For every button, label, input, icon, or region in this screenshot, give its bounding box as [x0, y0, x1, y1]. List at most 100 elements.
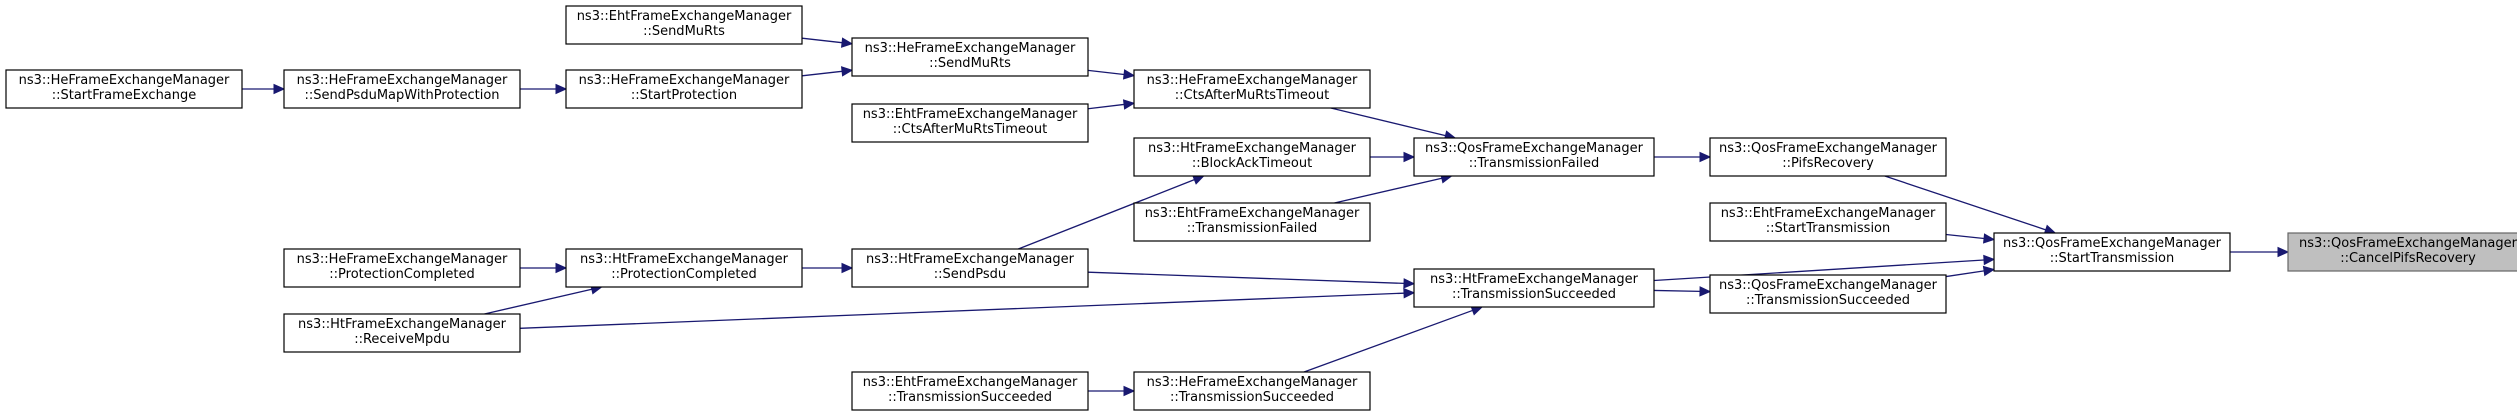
nodes-layer: ns3::QosFrameExchangeManager::CancelPifs… — [5, 5, 2517, 411]
node-ehtTxSucc[interactable]: ns3::EhtFrameExchangeManager::Transmissi… — [851, 371, 1089, 411]
edge-heCtsTimeout-qosTxFailed — [1330, 107, 1457, 141]
node-label-line2: ::SendPsduMapWithProtection — [304, 88, 499, 103]
node-label-line2: ::TransmissionSucceeded — [888, 390, 1052, 405]
edge-htBlockAck-qosTxFailed — [1370, 151, 1416, 163]
node-box — [851, 248, 1089, 288]
edge-arrowhead — [1403, 278, 1416, 289]
edge-ehtTxFailed-qosTxFailed — [1334, 173, 1453, 204]
node-heCtsTimeout[interactable]: ns3::HeFrameExchangeManager::CtsAfterMuR… — [1133, 69, 1371, 109]
edge-heTxSucc-htTxSucc — [1303, 305, 1484, 373]
node-qosTxSucc[interactable]: ns3::QosFrameExchangeManager::Transmissi… — [1709, 274, 1947, 314]
edge-ehtStartTx-qosStartTx — [1945, 233, 1996, 244]
edge-line — [1303, 309, 1473, 373]
edge-qosTxSucc-qosStartTx — [1945, 265, 1996, 278]
node-box — [1709, 274, 1947, 314]
node-heProtCompl[interactable]: ns3::HeFrameExchangeManager::ProtectionC… — [283, 248, 521, 288]
node-qosStartTx[interactable]: ns3::QosFrameExchangeManager::StartTrans… — [1993, 232, 2231, 272]
node-box — [283, 69, 521, 109]
node-label-line1: ns3::HtFrameExchangeManager — [866, 252, 1075, 267]
node-box — [1133, 69, 1371, 109]
node-ehtStartTx[interactable]: ns3::EhtFrameExchangeManager::StartTrans… — [1709, 202, 1947, 242]
node-cancel: ns3::QosFrameExchangeManager::CancelPifs… — [2287, 232, 2517, 272]
node-heSendPsduMap[interactable]: ns3::HeFrameExchangeManager::SendPsduMap… — [283, 69, 521, 109]
node-heStartFrameEx[interactable]: ns3::HeFrameExchangeManager::StartFrameE… — [5, 69, 243, 109]
node-htSendPsdu[interactable]: ns3::HtFrameExchangeManager::SendPsdu — [851, 248, 1089, 288]
edge-line — [1653, 259, 1985, 282]
node-box — [565, 69, 803, 109]
node-heTxSucc[interactable]: ns3::HeFrameExchangeManager::Transmissio… — [1133, 371, 1371, 411]
node-label-line2: ::ProtectionCompleted — [611, 267, 756, 282]
node-label-line1: ns3::EhtFrameExchangeManager — [863, 107, 1078, 122]
edge-line — [801, 37, 843, 44]
node-label-line1: ns3::QosFrameExchangeManager — [1425, 141, 1644, 156]
node-label-line2: ::CancelPifsRecovery — [2340, 251, 2476, 266]
edge-line — [801, 70, 843, 77]
edge-qosTxFailed-qosPifs — [1654, 151, 1712, 163]
node-label-line1: ns3::HtFrameExchangeManager — [1430, 272, 1639, 287]
edge-line — [1653, 289, 1701, 293]
edge-heStartFrameEx-heSendPsduMap — [242, 83, 286, 95]
node-heSendMuRts[interactable]: ns3::HeFrameExchangeManager::SendMuRts — [851, 37, 1089, 77]
node-ehtCtsTimeout[interactable]: ns3::EhtFrameExchangeManager::CtsAfterMu… — [851, 103, 1089, 143]
node-label-line1: ns3::HeFrameExchangeManager — [297, 73, 508, 88]
node-htRecvMpdu[interactable]: ns3::HtFrameExchangeManager::ReceiveMpdu — [283, 313, 521, 353]
node-label-line2: ::StartFrameExchange — [52, 88, 197, 103]
node-label-line1: ns3::HtFrameExchangeManager — [1148, 141, 1357, 156]
node-ehtTxFailed[interactable]: ns3::EhtFrameExchangeManager::Transmissi… — [1133, 202, 1371, 242]
node-box — [1133, 202, 1371, 242]
node-label-line2: ::StartTransmission — [1766, 221, 1891, 236]
node-heStartProt[interactable]: ns3::HeFrameExchangeManager::StartProtec… — [565, 69, 803, 109]
edge-arrowhead — [1123, 385, 1136, 397]
node-label-line2: ::TransmissionSucceeded — [1746, 293, 1910, 308]
node-box — [851, 103, 1089, 143]
node-box — [5, 69, 243, 109]
node-qosPifs[interactable]: ns3::QosFrameExchangeManager::PifsRecove… — [1709, 137, 1947, 177]
node-label-line1: ns3::QosFrameExchangeManager — [2299, 236, 2517, 251]
edge-arrowhead — [840, 37, 854, 48]
node-label-line1: ns3::HeFrameExchangeManager — [19, 73, 230, 88]
edge-htSendPsdu-htTxSucc — [1087, 271, 1416, 289]
edge-heProtCompl-htProtCompl — [520, 262, 568, 274]
node-box — [1133, 371, 1371, 411]
node-htBlockAck[interactable]: ns3::HtFrameExchangeManager::BlockAckTim… — [1133, 137, 1371, 177]
edge-heSendPsduMap-heStartProt — [520, 83, 568, 95]
edge-heStartProt-heSendMuRts — [801, 66, 854, 77]
node-box — [283, 248, 521, 288]
edge-ehtCtsTimeout-heCtsTimeout — [1087, 99, 1136, 110]
node-label-line2: ::TransmissionSucceeded — [1170, 390, 1334, 405]
edge-htRecvMpdu-htProtCompl — [484, 284, 603, 315]
edge-line — [1945, 270, 1985, 278]
edge-line — [519, 292, 1405, 329]
node-label-line2: ::SendMuRts — [643, 24, 725, 39]
edge-arrowhead — [1122, 99, 1136, 110]
node-label-line2: ::TransmissionSucceeded — [1452, 287, 1616, 302]
node-label-line2: ::CtsAfterMuRtsTimeout — [893, 122, 1047, 137]
node-label-line2: ::ProtectionCompleted — [329, 267, 474, 282]
node-box — [1413, 137, 1655, 177]
node-label-line1: ns3::HeFrameExchangeManager — [1147, 73, 1358, 88]
node-htProtCompl[interactable]: ns3::HtFrameExchangeManager::ProtectionC… — [565, 248, 803, 288]
node-label-line1: ns3::HtFrameExchangeManager — [580, 252, 789, 267]
node-label-line2: ::SendMuRts — [929, 56, 1011, 71]
edge-line — [1087, 103, 1125, 110]
edge-line — [1087, 69, 1125, 76]
node-box — [2287, 232, 2517, 272]
node-box — [1709, 137, 1947, 177]
node-htTxSucc[interactable]: ns3::HtFrameExchangeManager::Transmissio… — [1413, 268, 1655, 308]
node-label-line2: ::TransmissionFailed — [1469, 156, 1599, 171]
node-ehtSendMuRts[interactable]: ns3::EhtFrameExchangeManager::SendMuRts — [565, 5, 803, 45]
node-label-line1: ns3::HeFrameExchangeManager — [1147, 375, 1358, 390]
edge-arrowhead — [555, 83, 568, 95]
node-label-line1: ns3::HeFrameExchangeManager — [579, 73, 790, 88]
node-label-line1: ns3::QosFrameExchangeManager — [1719, 278, 1938, 293]
edge-arrowhead — [841, 262, 854, 274]
node-qosTxFailed[interactable]: ns3::QosFrameExchangeManager::Transmissi… — [1413, 137, 1655, 177]
node-label-line2: ::SendPsdu — [934, 267, 1006, 282]
edge-arrowhead — [1403, 287, 1416, 299]
node-box — [1133, 137, 1371, 177]
edge-arrowhead — [1699, 151, 1712, 163]
node-label-line1: ns3::HeFrameExchangeManager — [865, 41, 1076, 56]
edge-arrowhead — [1699, 286, 1712, 297]
edges-layer — [242, 37, 2290, 397]
